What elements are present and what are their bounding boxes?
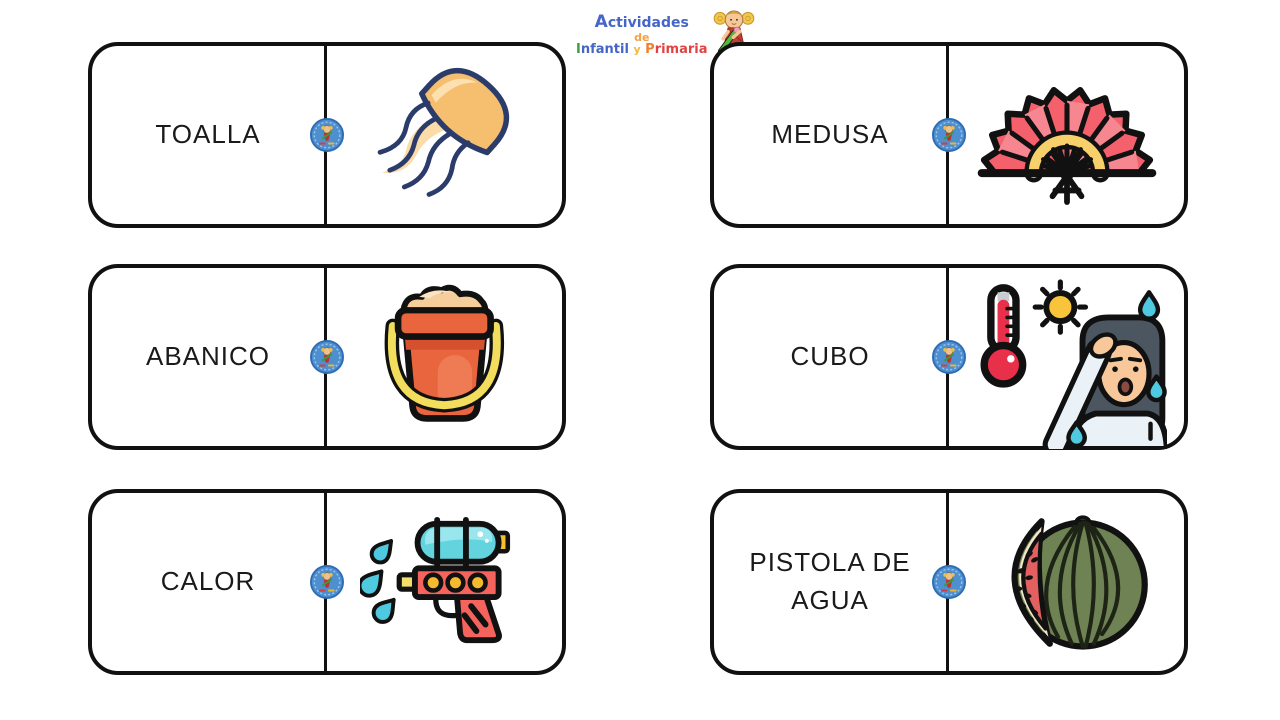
logo-line3: Infantil y Primaria <box>576 42 708 58</box>
person-sweating-heat-icon <box>967 279 1167 449</box>
mini-logo-badge-icon <box>310 118 344 152</box>
card-word: MEDUSA <box>771 119 889 150</box>
mini-logo-badge-icon <box>310 565 344 599</box>
watermelon-icon <box>981 510 1153 655</box>
domino-card-cubo: CUBO <box>710 264 1188 450</box>
site-logo-text: Actividades de Infantil y Primaria <box>576 14 708 57</box>
mini-logo-badge-icon <box>310 340 344 374</box>
water-gun-icon <box>359 513 530 651</box>
card-word: TOALLA <box>155 119 261 150</box>
domino-card-abanico: ABANICO <box>88 264 566 450</box>
mini-logo-badge-icon <box>932 340 966 374</box>
logo-line1: Actividades <box>594 11 689 32</box>
card-word: ABANICO <box>145 341 271 372</box>
mini-logo-badge-icon <box>932 565 966 599</box>
girl-mascot-icon <box>712 6 756 65</box>
domino-card-toalla: TOALLA <box>88 42 566 228</box>
mini-logo-badge-icon <box>932 118 966 152</box>
site-logo: Actividades de Infantil y Primaria <box>576 6 756 65</box>
domino-card-medusa: MEDUSA <box>710 42 1188 228</box>
sand-bucket-icon <box>369 281 521 433</box>
hand-fan-icon <box>973 63 1161 208</box>
card-word: CALOR <box>160 566 256 597</box>
domino-card-calor: CALOR <box>88 489 566 675</box>
logo-line2: de <box>634 30 650 44</box>
card-word: CUBO <box>790 341 870 372</box>
card-word: PISTOLA DE AGUA <box>749 547 911 615</box>
jellyfish-icon <box>366 56 524 214</box>
domino-card-pistola-de-agua: PISTOLA DE AGUA <box>710 489 1188 675</box>
